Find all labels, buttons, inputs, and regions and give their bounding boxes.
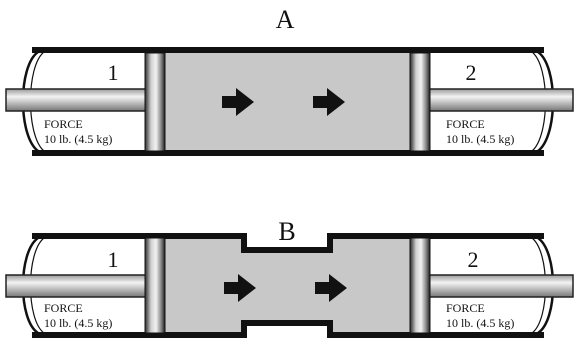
right-piston-rod: [427, 88, 574, 112]
diagram-b-label: B: [278, 217, 295, 246]
right-force-value: 10 lb. (4.5 kg): [446, 316, 514, 330]
diagram-a-label: A: [276, 5, 295, 34]
piston-1-number: 1: [108, 247, 119, 272]
flow-arrow-icon: [313, 88, 345, 116]
left-piston: [144, 52, 166, 152]
bottom-wall: [32, 320, 544, 338]
diagram-b: B 1 2 FORCE 10 lb. (4.5 kg) FORCE 10 lb.…: [5, 217, 574, 338]
fluid-chamber: [165, 53, 410, 151]
flow-arrow-icon: [222, 88, 254, 116]
piston-2-number: 2: [466, 60, 477, 85]
piston-2-number: 2: [468, 247, 479, 272]
right-force-value: 10 lb. (4.5 kg): [446, 132, 514, 146]
right-force-label: FORCE: [446, 301, 485, 315]
left-force-label: FORCE: [44, 301, 83, 315]
left-piston: [144, 237, 166, 334]
fluid-chamber-constricted: [165, 238, 410, 333]
left-force-value: 10 lb. (4.5 kg): [44, 316, 112, 330]
top-wall: [32, 233, 544, 253]
right-piston: [409, 52, 431, 152]
left-force-value: 10 lb. (4.5 kg): [44, 132, 112, 146]
left-piston-rod: [5, 88, 149, 112]
piston-1-number: 1: [108, 60, 119, 85]
diagram-a: A 1 2 FORCE 10 lb. (4.5 kg) FORCE 10 lb.…: [5, 5, 574, 156]
right-piston-rod: [427, 274, 574, 298]
left-force-label: FORCE: [44, 117, 83, 131]
right-force-label: FORCE: [446, 117, 485, 131]
right-piston: [409, 237, 431, 334]
flow-arrow-icon: [224, 274, 256, 302]
flow-arrow-icon: [315, 274, 347, 302]
left-piston-rod: [5, 274, 149, 298]
